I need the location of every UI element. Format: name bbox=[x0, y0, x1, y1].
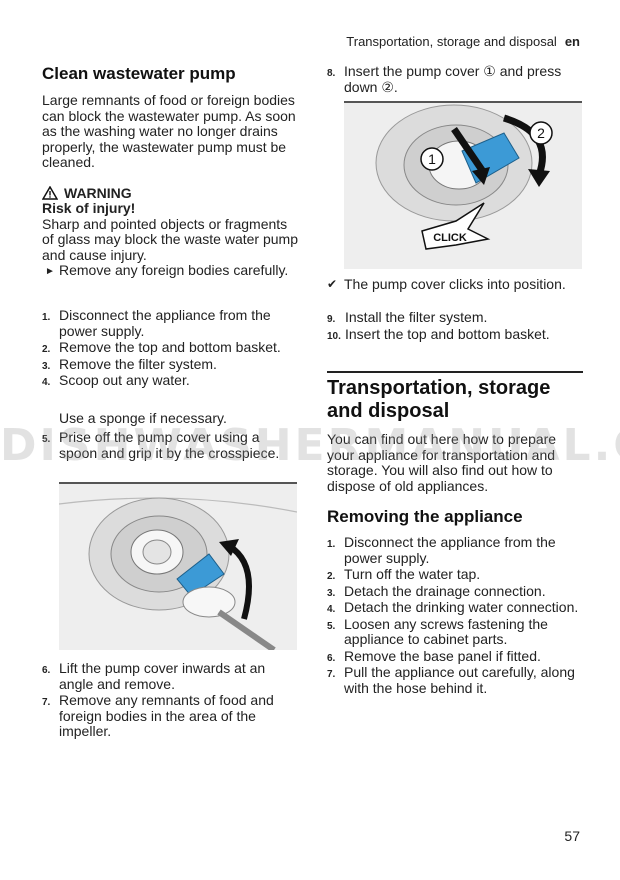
list-item: 1.Disconnect the appliance from the powe… bbox=[42, 307, 271, 339]
warning-label: WARNING bbox=[64, 185, 132, 201]
list-item: 9.Install the filter system. bbox=[327, 309, 488, 325]
clean-pump-intro: Large remnants of food or foreign bodies… bbox=[42, 92, 296, 170]
pump-insert-drawing: 1 2 CLICK bbox=[344, 103, 582, 269]
pump-removal-drawing bbox=[58, 484, 298, 653]
list-item: 4.Detach the drinking water connection. bbox=[327, 599, 579, 615]
header-section: Transportation, storage and disposal bbox=[346, 34, 557, 49]
callout-2-label: 2 bbox=[537, 125, 545, 141]
list-item: 6.Lift the pump cover inwards at an angl… bbox=[42, 660, 266, 692]
list-item: 6.Remove the base panel if fitted. bbox=[327, 647, 541, 664]
warning-risk: Risk of injury! bbox=[42, 200, 136, 216]
list-item: 3.Remove the filter system. bbox=[42, 355, 217, 372]
result-text: The pump cover clicks into position. bbox=[344, 276, 566, 292]
list-item: 3.Detach the drainage connection. bbox=[327, 582, 546, 599]
list-item: 2.Remove the top and bottom basket. bbox=[42, 339, 281, 355]
pump-cover-insert-illustration: 1 2 CLICK bbox=[344, 101, 582, 269]
clean-pump-title: Clean wastewater pump bbox=[42, 64, 236, 83]
running-header: Transportation, storage and disposal en bbox=[346, 34, 580, 49]
list-item: 4.Scoop out any water. bbox=[42, 372, 190, 388]
list-item: 10.Insert the top and bottom basket. bbox=[327, 325, 550, 342]
finish-steps-list: 9.Install the filter system. 10.Insert t… bbox=[327, 309, 583, 343]
list-item: 5.Loosen any screws fastening the applia… bbox=[327, 615, 548, 647]
warning-triangle-icon bbox=[42, 186, 58, 200]
page-number: 57 bbox=[564, 828, 580, 844]
step5-list: 5.Prise off the pump cover using a spoon… bbox=[42, 429, 298, 462]
click-label: CLICK bbox=[433, 232, 467, 244]
result-line: ✔ The pump cover clicks into position. bbox=[327, 276, 583, 293]
pump-cover-removal-illustration bbox=[58, 482, 298, 653]
list-item: 5.Prise off the pump cover using a spoon… bbox=[42, 429, 280, 461]
warning-box: WARNING Risk of injury! Sharp and pointe… bbox=[42, 185, 298, 279]
click-burst-icon bbox=[421, 202, 491, 250]
list-item: 2.Turn off the water tap. bbox=[327, 566, 481, 582]
callout-1-label: 1 bbox=[428, 151, 436, 167]
removing-appliance-title: Removing the appliance bbox=[327, 507, 523, 526]
clean-steps-list-b: 6.Lift the pump cover inwards at an angl… bbox=[42, 660, 298, 741]
section-rule bbox=[327, 371, 583, 373]
warning-text: Sharp and pointed objects or fragments o… bbox=[42, 215, 299, 263]
section-title: Transportation, storage and disposal bbox=[327, 377, 551, 422]
check-icon: ✔ bbox=[327, 277, 338, 291]
warning-action: ► Remove any foreign bodies carefully. bbox=[42, 262, 298, 279]
list-item: 1.Disconnect the appliance from the powe… bbox=[327, 534, 556, 566]
list-item: 7.Pull the appliance out carefully, alon… bbox=[327, 664, 575, 696]
remove-steps-list: 1.Disconnect the appliance from the powe… bbox=[327, 534, 583, 697]
step8-list: 8.Insert the pump cover ① and press down… bbox=[327, 63, 583, 96]
header-lang: en bbox=[564, 34, 580, 49]
list-item: 8.Insert the pump cover ① and press down… bbox=[327, 63, 562, 95]
list-item: 7.Remove any remnants of food and foreig… bbox=[42, 692, 274, 739]
section-intro: You can find out here how to prepare you… bbox=[327, 431, 557, 494]
warning-action-text: Remove any foreign bodies carefully. bbox=[59, 262, 289, 278]
warning-heading: WARNING bbox=[42, 185, 298, 201]
step4-note: Use a sponge if necessary. bbox=[59, 410, 227, 426]
clean-steps-list: 1.Disconnect the appliance from the powe… bbox=[42, 307, 298, 390]
triangle-bullet-icon: ► bbox=[45, 266, 55, 277]
